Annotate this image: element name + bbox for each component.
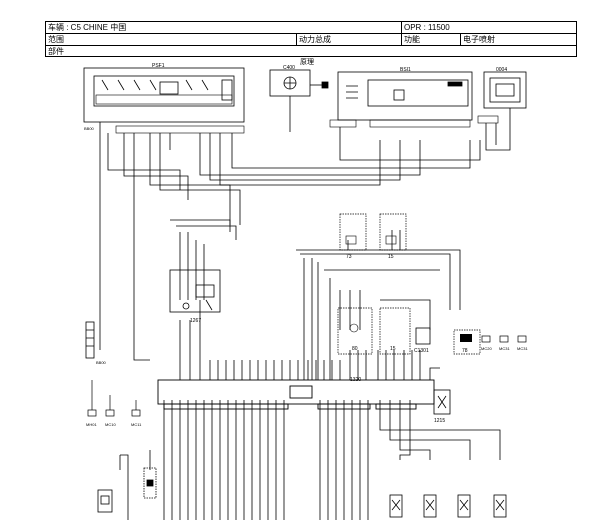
mc11-label: MC11: [131, 422, 142, 427]
opr-value: 11500: [428, 23, 450, 32]
ground-connectors: [481, 335, 527, 343]
c15b-block: [379, 307, 411, 355]
d004-block: [483, 71, 527, 109]
header-row-scope: 范围 动力总成 功能 电子喷射: [46, 34, 576, 46]
header-divider: [460, 34, 461, 46]
c15-block: [379, 213, 407, 251]
c1320-block: [157, 379, 435, 410]
header-table: 车辆 : C5 CHINE 中国 OPR : 11500 范围 动力总成 功能 …: [45, 21, 577, 57]
mc31-label: MC31: [499, 346, 510, 351]
vehicle-label: 车辆 : C5 CHINE 中国: [48, 23, 127, 32]
c78-label: 78: [462, 348, 468, 354]
header-divider: [401, 34, 402, 46]
bottom-components: [97, 467, 507, 518]
psf1-block: [83, 67, 245, 123]
vehicle-label-text: 车辆: [48, 23, 64, 32]
c15b-label: 15: [390, 346, 396, 352]
mc31b-label: MC31: [517, 346, 528, 351]
part-label: 部件: [48, 47, 64, 56]
c1301-label: C1301: [414, 348, 429, 354]
bsi1-block: [337, 71, 473, 121]
vehicle-value: C5 CHINE 中国: [70, 23, 127, 32]
header-row-part: 部件: [46, 46, 576, 58]
c1215-label: 1215: [434, 418, 445, 424]
c73-block: [339, 213, 367, 251]
c1320-label: 1320: [350, 377, 361, 383]
psf1-label: PSF1: [152, 63, 165, 69]
wiring: [99, 96, 511, 520]
opr-label: OPR: [404, 23, 422, 32]
lower-left-grounds: [87, 380, 141, 417]
diagram-title: 原理: [300, 58, 314, 66]
mh01-label: MH01: [86, 422, 97, 427]
c15-label: 15: [388, 254, 394, 260]
c267-label: 1267: [190, 318, 201, 324]
c78-block: [453, 329, 481, 355]
mc10-label: MC10: [105, 422, 116, 427]
top-connectors: [115, 115, 499, 134]
c1301-block: [415, 327, 431, 345]
c80-label: 80: [352, 346, 358, 352]
c73-label: 73: [346, 254, 352, 260]
c400-block: [269, 69, 329, 97]
function-value: 电子喷射: [463, 35, 495, 44]
mc20-label: MC20: [481, 346, 492, 351]
header-row-vehicle: 车辆 : C5 CHINE 中国 OPR : 11500: [46, 22, 576, 34]
opr-cell: OPR : 11500: [404, 23, 450, 32]
c267-block: [169, 269, 221, 313]
scope-label: 范围: [48, 35, 64, 44]
bb00-block: [85, 321, 95, 359]
function-label: 功能: [404, 35, 420, 44]
scope-value: 动力总成: [299, 35, 331, 44]
d004-label: 0004: [496, 67, 507, 73]
bb00v-label: BB00: [96, 360, 107, 365]
header-divider: [296, 34, 297, 46]
bb00-label: BB00: [84, 126, 95, 131]
header-divider: [401, 22, 402, 34]
c1215-block: [433, 389, 451, 415]
c400-label: C400: [283, 65, 295, 71]
bsi1-label: BSI1: [400, 67, 411, 73]
